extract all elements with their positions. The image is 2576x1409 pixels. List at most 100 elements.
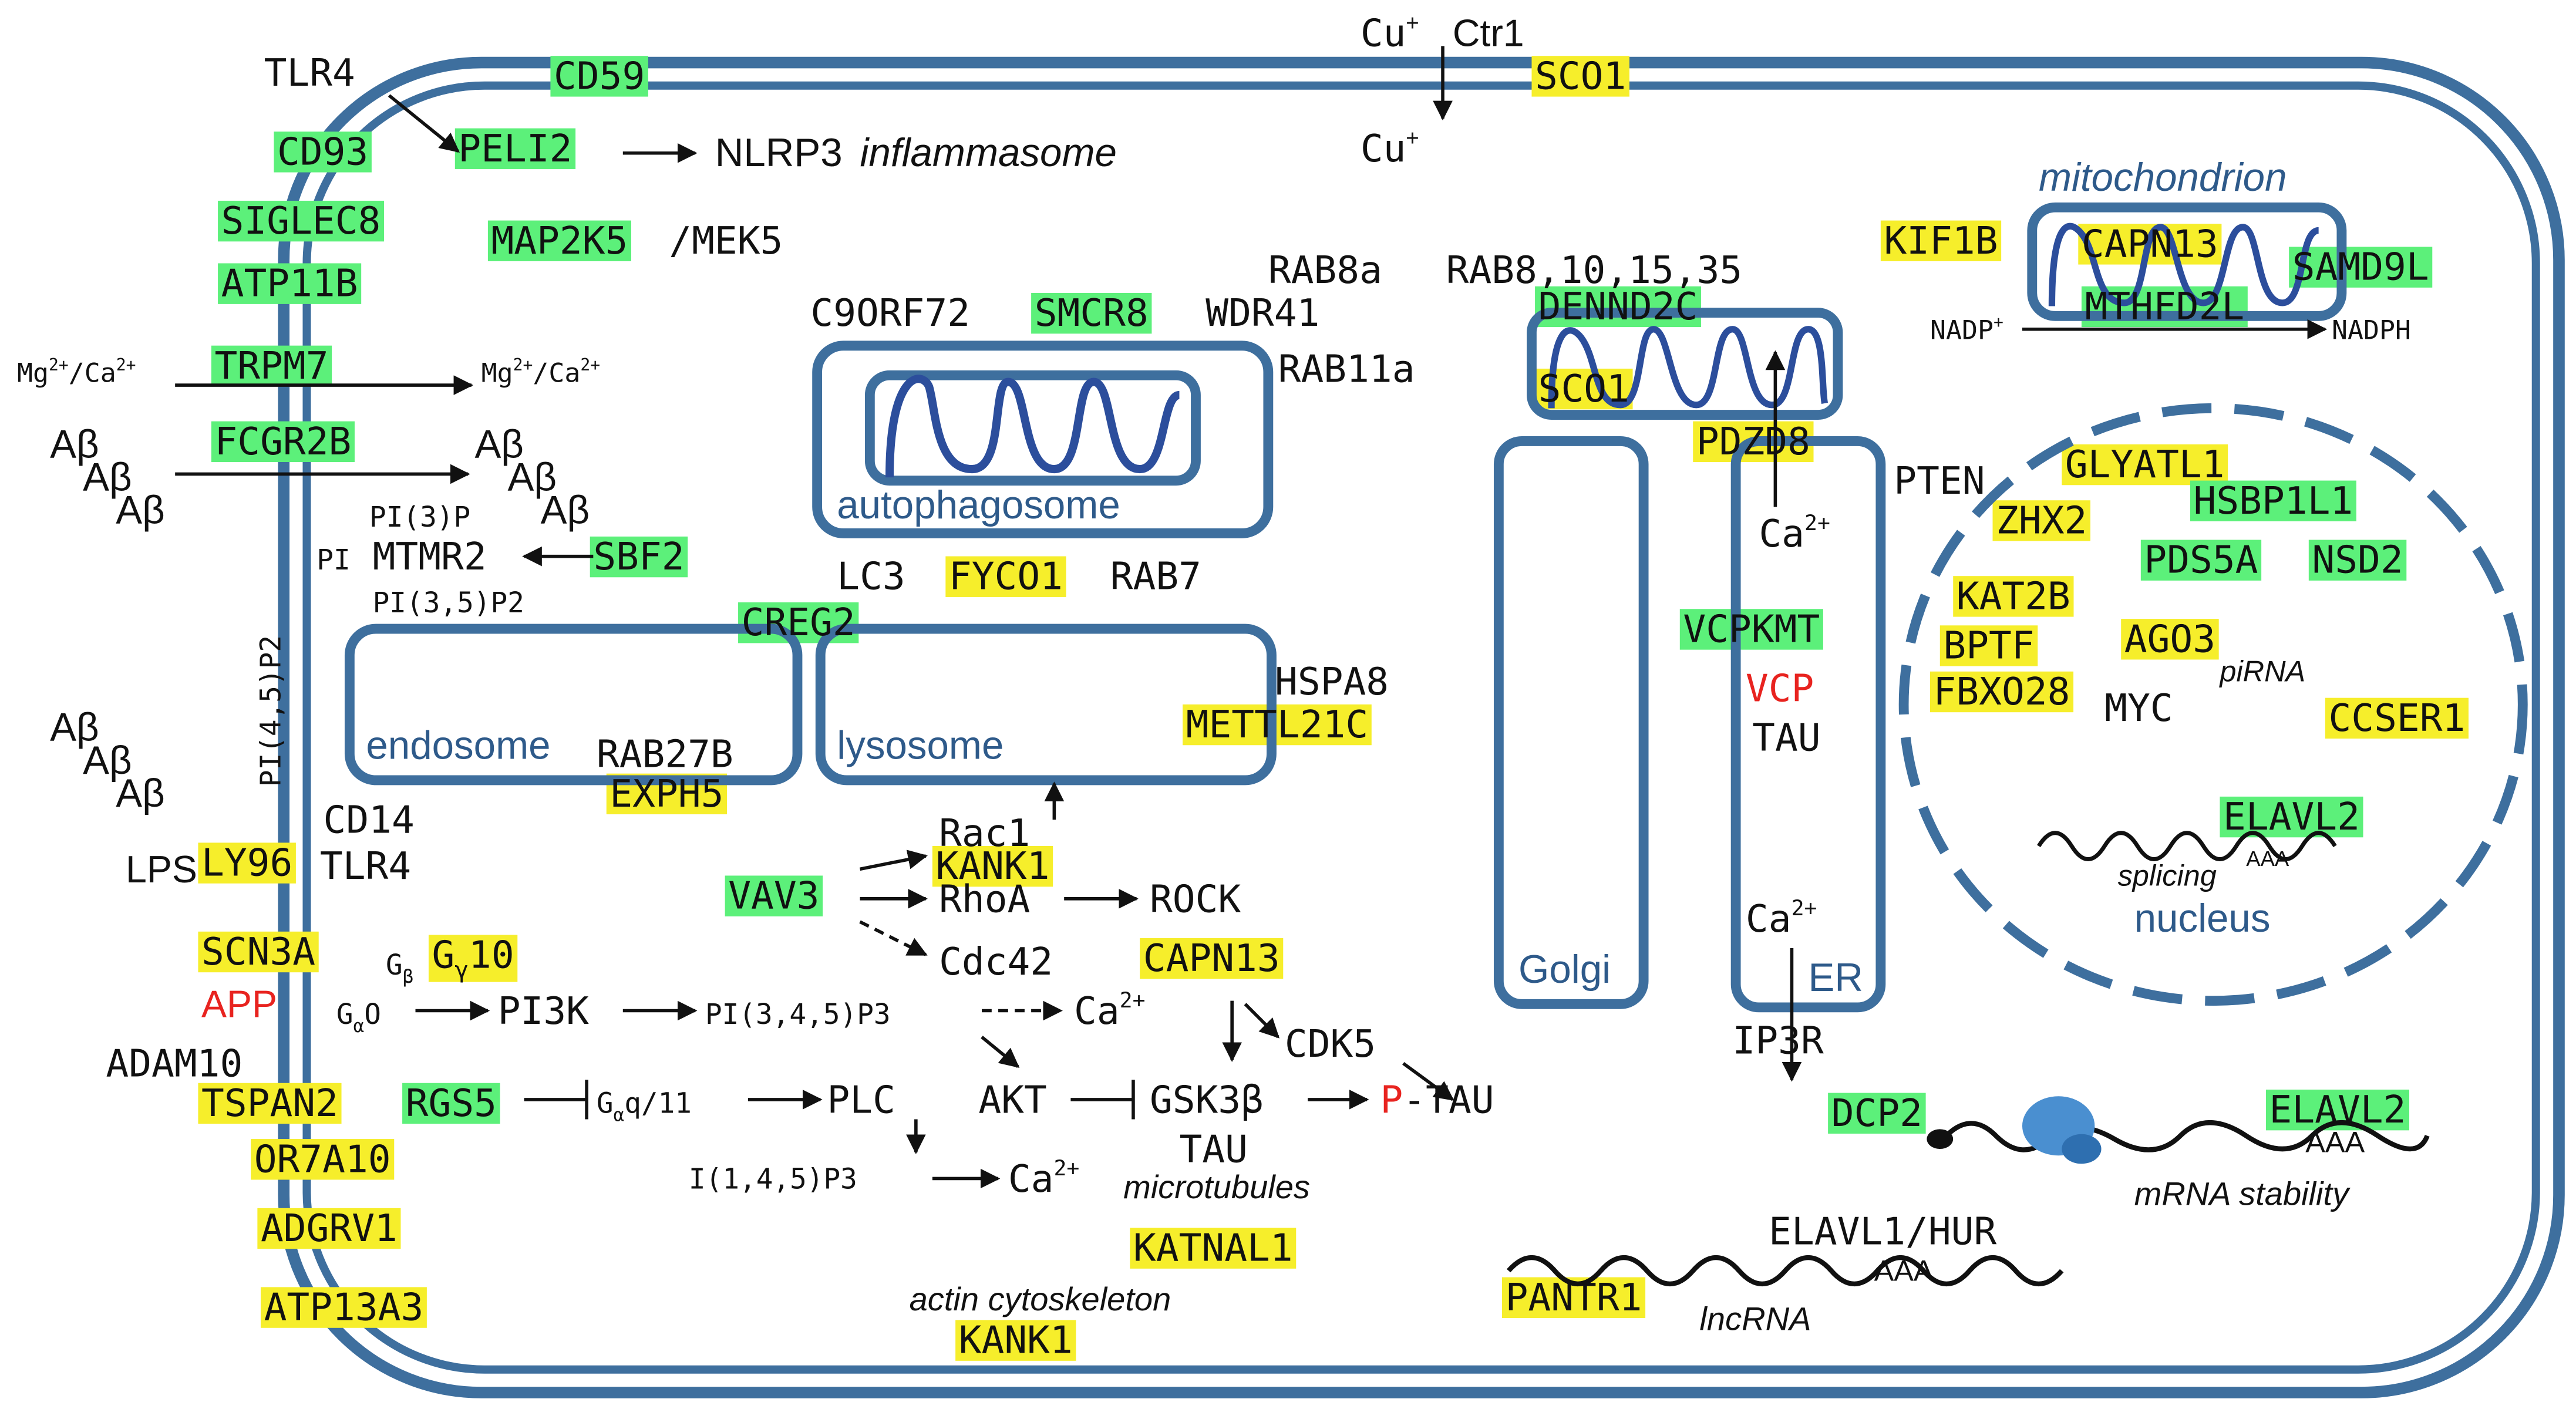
gene-atp13a3: ATP13A3: [264, 1286, 424, 1330]
label-pi45p2: PI(4,5)P2: [255, 635, 288, 787]
gene-pdzd8: PDZD8: [1696, 420, 1810, 464]
gene-samd9l: SAMD9L: [2292, 245, 2429, 289]
label-ctr1: Ctr1: [1453, 12, 1524, 55]
nuclear-mrna-strand: [2037, 831, 2337, 862]
label-inflammasome: inflammasome: [860, 131, 1117, 175]
cell-membrane-inner: [302, 81, 2540, 1374]
gene-exph5: EXPH5: [610, 772, 723, 816]
label-rab8-10-15-35: RAB8,10,15,35: [1446, 248, 1743, 292]
label-nadp-text: NADP: [1930, 315, 1994, 346]
gene-scn3a: SCN3A: [201, 930, 315, 974]
label-abeta-2c: Aβ: [541, 488, 590, 532]
golgi-box: [1493, 436, 1649, 1009]
label-ptau-tau: -TAU: [1403, 1078, 1494, 1122]
label-cu-bottom-text: Cu: [1361, 127, 1406, 171]
label-lps: LPS: [126, 848, 197, 891]
label-cu-bottom-sup: +: [1406, 125, 1419, 150]
highlight-gene-nsd2: [2308, 540, 2407, 581]
label-abeta-1a: Aβ: [50, 422, 99, 466]
highlight-gene-cd93: [274, 132, 372, 173]
label-aaa-lncrna: AAA: [1874, 1253, 1934, 1287]
label-actin: actin cytoskeleton: [910, 1280, 1171, 1317]
label-abeta-1c: Aβ: [116, 488, 165, 532]
highlight-gene-sco1-top: [1531, 56, 1629, 97]
gene-elavl2-mrna: ELAVL2: [2269, 1088, 2406, 1132]
gene-pds5a: PDS5A: [2144, 538, 2258, 582]
label-c9orf72: C9ORF72: [810, 291, 970, 335]
label-cu-top-text: Cu: [1361, 12, 1406, 56]
gene-fcgr2b: FCGR2B: [214, 420, 351, 464]
label-pi3p: PI(3)P: [369, 501, 470, 534]
gene-or7a10: OR7A10: [254, 1137, 391, 1181]
golgi-label: Golgi: [1518, 948, 1611, 992]
highlight-gene-glyatl1: [2062, 444, 2228, 486]
er-box: [1730, 436, 1886, 1013]
label-plc: PLC: [827, 1078, 895, 1122]
highlight-gene-dcp2: [1828, 1093, 1926, 1134]
er-label: ER: [1808, 956, 1863, 1000]
label-abeta-1b: Aβ: [83, 456, 132, 500]
label-hspa8: HSPA8: [1275, 660, 1389, 704]
highlight-gene-smcr8: [1031, 292, 1152, 334]
label-rab27b: RAB27B: [597, 733, 733, 777]
label-ca-er-bottom: Ca2+: [1746, 895, 1817, 941]
gene-glyatl1: GLYATL1: [2065, 443, 2225, 487]
gene-gng10-suffix: 10: [469, 933, 514, 977]
mitochondrion-label: mitochondrion: [2039, 156, 2287, 200]
label-tlr4-bottom: TLR4: [320, 844, 411, 888]
gene-atp11b: ATP11B: [221, 262, 358, 306]
highlight-gene-ly96: [198, 842, 296, 884]
highlight-gene-samd9l: [2289, 247, 2433, 288]
highlight-gene-fyco1: [945, 556, 1066, 597]
gene-dennd2c: DENND2C: [1538, 285, 1698, 329]
label-ca-left: /Ca: [69, 357, 116, 388]
highlight-gene-capn13-mid: [1140, 938, 1284, 979]
decapping-cap-marker: [1927, 1129, 1954, 1150]
gene-ccser1: CCSER1: [2328, 696, 2465, 740]
highlight-gene-fcgr2b: [211, 421, 355, 463]
arrow-capn13-cdk5: [1244, 1003, 1280, 1039]
cell-membrane-outer: [278, 56, 2565, 1398]
gene-gng10-subscript: γ: [454, 957, 469, 983]
label-gaq-sub: α: [614, 1104, 625, 1125]
label-gaq-letter: G: [597, 1087, 614, 1120]
arrow-vav3-cdc42: [859, 920, 928, 956]
gene-rgs5: RGS5: [406, 1081, 497, 1125]
highlight-gene-sbf2: [590, 536, 688, 578]
highlight-gene-dennd2c: [1535, 286, 1701, 328]
gene-peli2: PELI2: [458, 127, 572, 171]
gene-kank1-top: KANK1: [936, 844, 1050, 888]
highlight-gene-kat2b: [1953, 576, 2074, 617]
label-ca-pip3: Ca2+: [1074, 987, 1146, 1033]
gene-dcp2: DCP2: [1831, 1091, 1922, 1135]
highlight-gene-hsbp1l1: [2190, 480, 2356, 521]
autophagosome-cristae: [885, 375, 1181, 478]
gene-capn13-mid: CAPN13: [1143, 936, 1280, 980]
gene-fbxo28: FBXO28: [1934, 670, 2070, 714]
label-pirna: piRNA: [2218, 655, 2305, 688]
mitochondrion-cristae: [2048, 223, 2319, 306]
label-abeta-3c: Aβ: [116, 771, 165, 815]
label-ca-right-sup: 2+: [580, 355, 600, 375]
label-aaa-mrna: AAA: [2305, 1125, 2365, 1159]
label-gao-letter: G: [336, 999, 353, 1031]
nucleus-label: nucleus: [2134, 896, 2271, 941]
label-gb: Gβ: [386, 949, 413, 987]
label-gao: GαO: [336, 999, 381, 1037]
gene-ly96: LY96: [201, 841, 292, 885]
label-cu-top: Cu+: [1361, 9, 1419, 55]
label-abeta-2b: Aβ: [508, 456, 557, 500]
label-ca-er-top: Ca2+: [1759, 510, 1830, 556]
label-mg-left-sup: 2+: [49, 355, 69, 375]
highlight-gene-cd59: [550, 56, 648, 97]
autophagosome-label: autophagosome: [837, 483, 1120, 527]
golgi-stack-top: [1527, 308, 1843, 420]
label-cd14: CD14: [324, 798, 415, 842]
gene-vav3: VAV3: [728, 874, 819, 918]
highlight-gene-kif1b: [1880, 220, 2002, 261]
highlight-gene-elavl2-nucleus: [2220, 796, 2363, 838]
gene-gng10-prefix: G: [432, 933, 455, 977]
label-adam10: ADAM10: [106, 1042, 243, 1086]
gene-zhx2: ZHX2: [1996, 498, 2087, 542]
